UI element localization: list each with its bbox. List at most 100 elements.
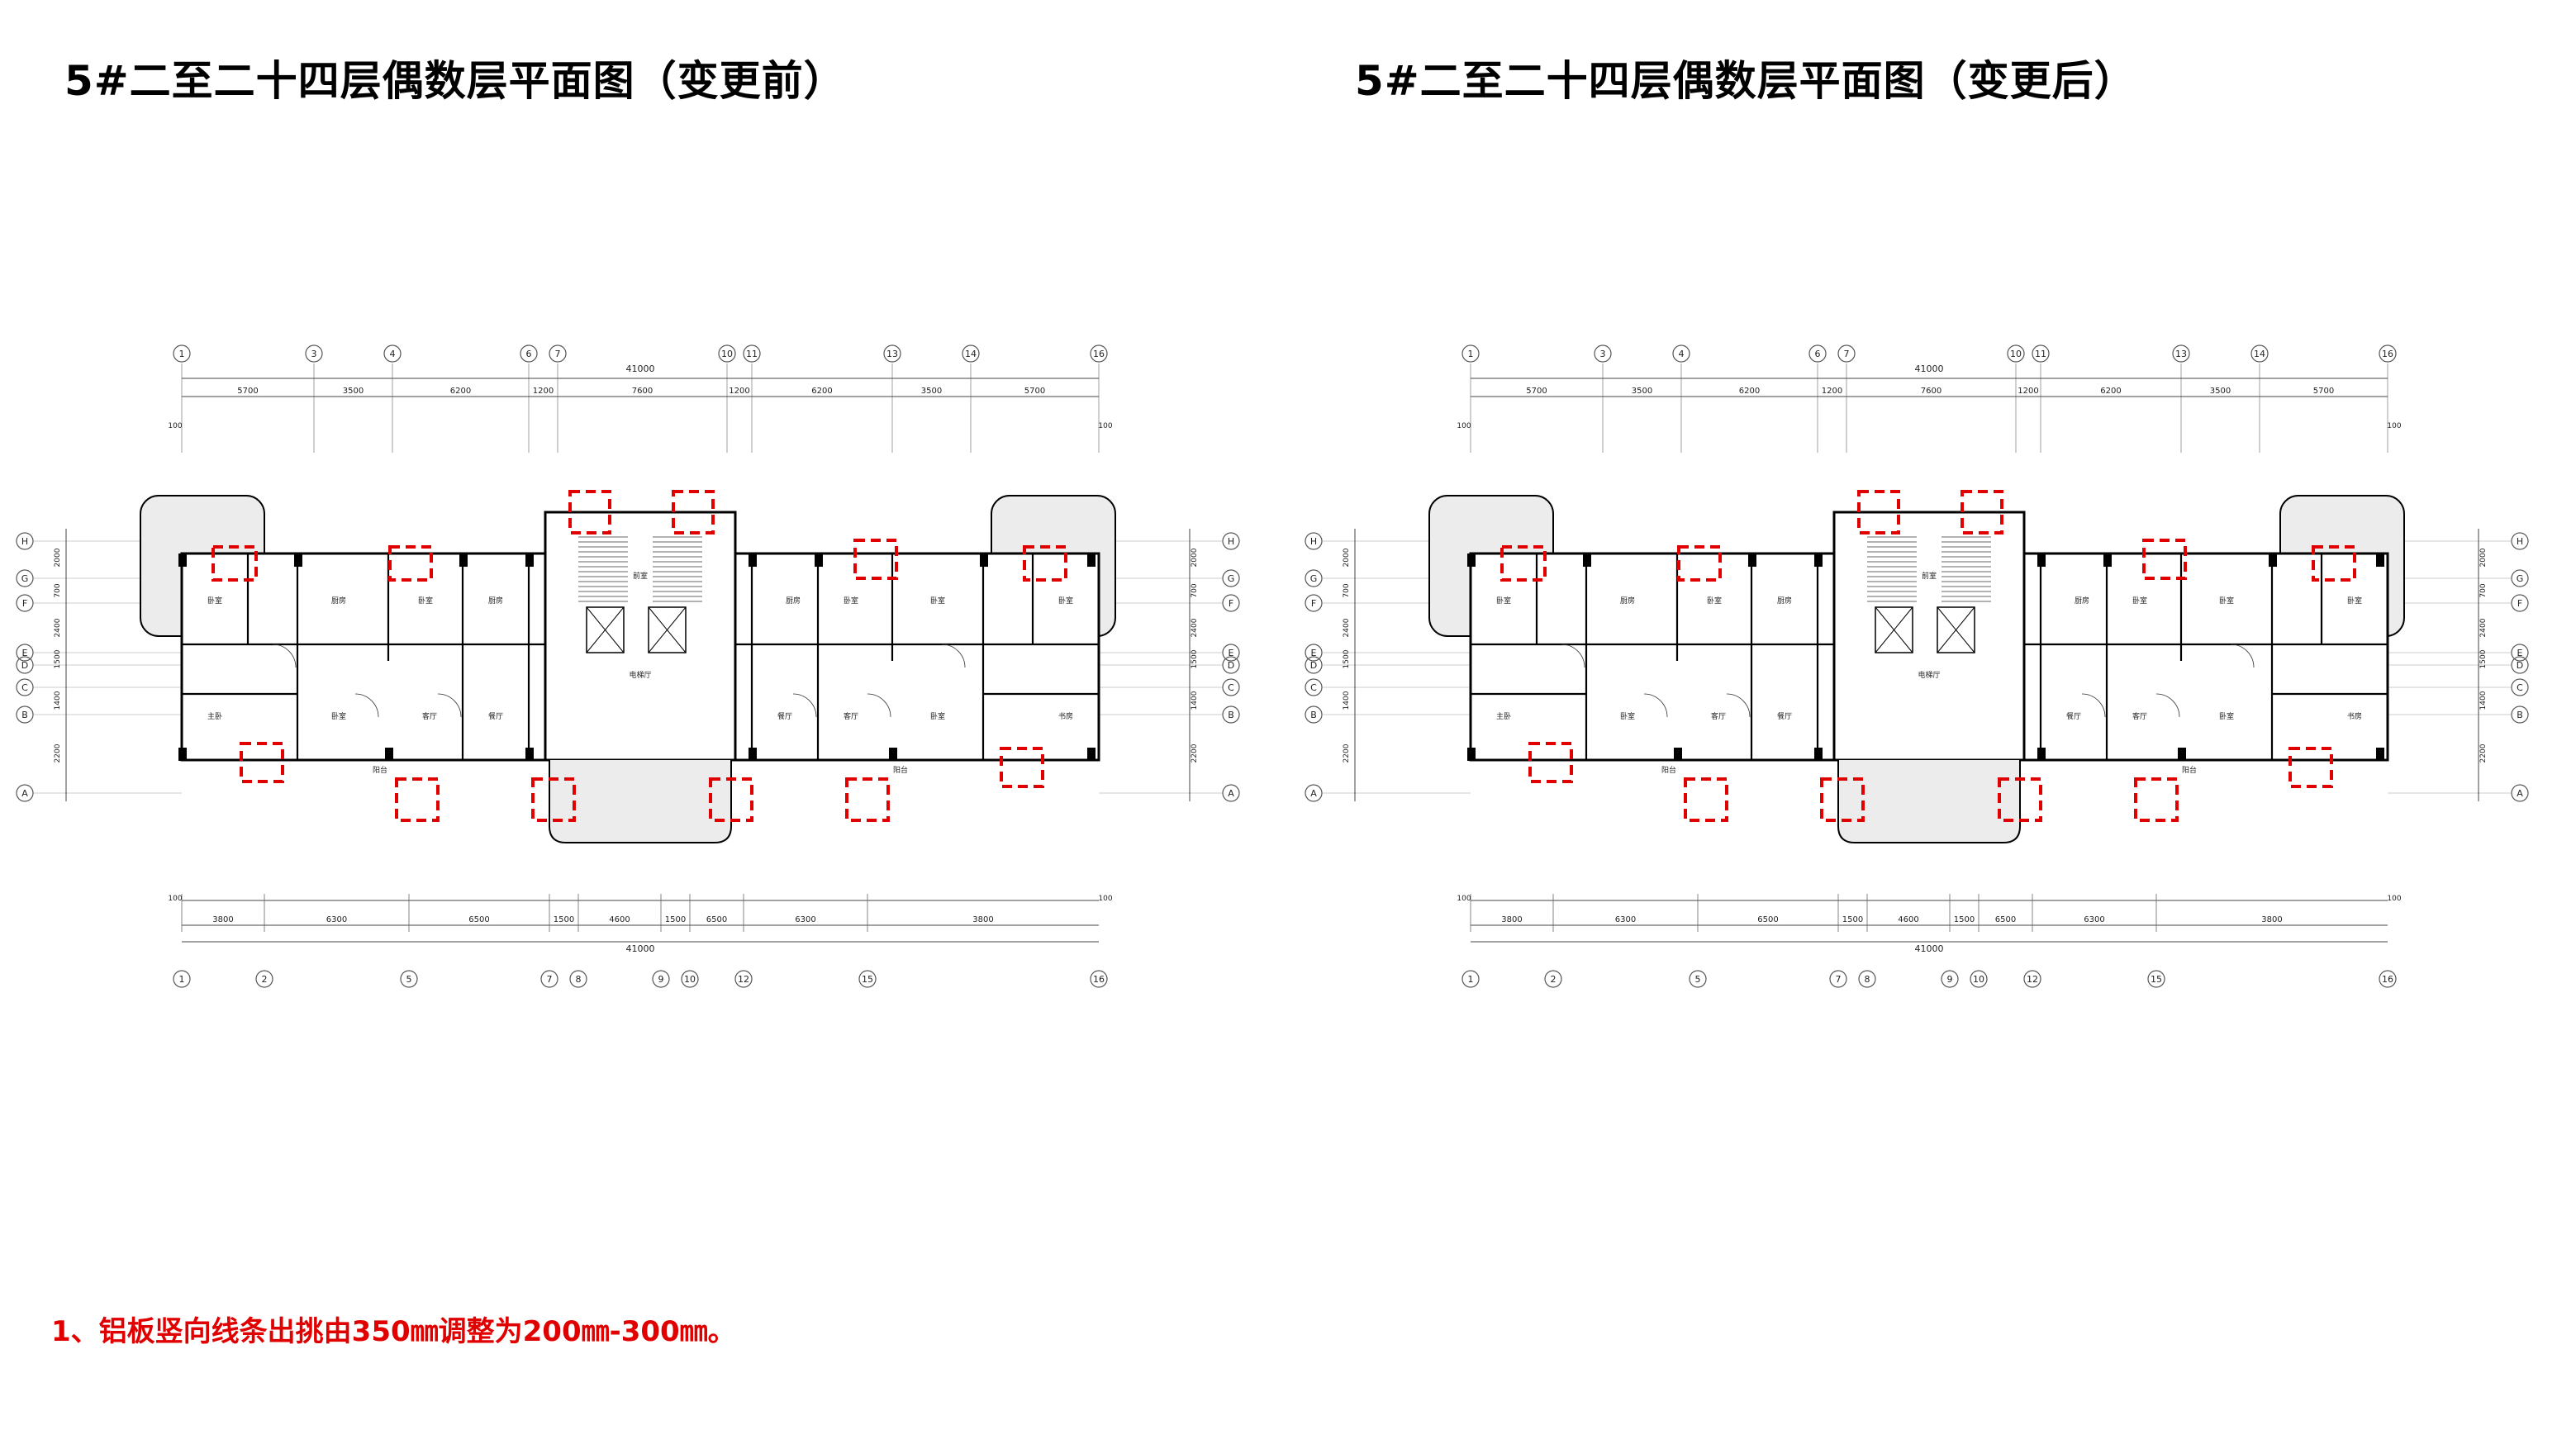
row-dimension: 2000 [2479, 548, 2488, 567]
axis-bubble [383, 344, 402, 363]
axis-label: 14 [965, 349, 977, 359]
door-swing [2081, 693, 2106, 718]
axis-label: 3 [311, 349, 317, 359]
row-label: F [22, 598, 27, 609]
row-label: H [2517, 536, 2523, 547]
column [1087, 748, 1096, 761]
door-swing [354, 693, 379, 718]
door-swing [1561, 644, 1585, 668]
axis-label: 3 [1600, 349, 1606, 359]
segment-dimension: 3800 [212, 915, 233, 924]
segment-dimension: 7600 [1921, 387, 1942, 396]
elevator-x [586, 606, 625, 653]
row-label: C [2517, 682, 2523, 693]
row-dimension: 2400 [1191, 618, 1199, 637]
axis-label: 2 [1551, 974, 1557, 985]
axis-label: 8 [576, 974, 582, 985]
axis-label: 9 [1947, 974, 1953, 985]
column [1814, 553, 1823, 567]
axis-label: 1 [1468, 974, 1474, 985]
room-label: 卧室 [207, 596, 222, 606]
axis-label: 16 [1093, 974, 1105, 985]
segment-dimension: 3500 [921, 387, 942, 396]
change-highlight-box [1528, 742, 1573, 783]
room-label: 卧室 [1620, 711, 1635, 721]
column [2376, 748, 2384, 761]
change-highlight-box [2312, 545, 2356, 582]
row-dimension: 1400 [1191, 691, 1199, 710]
segment-dimension: 6200 [811, 387, 832, 396]
room-label: 厨房 [331, 596, 346, 606]
row-label: F [2517, 598, 2522, 609]
segment-dimension: 1500 [1842, 915, 1863, 924]
axis-bubble [305, 344, 323, 363]
room-label: 餐厅 [1777, 711, 1792, 721]
axis-label: 10 [721, 349, 733, 359]
segment-dimension: 5700 [1024, 387, 1045, 396]
column [1748, 553, 1756, 567]
axis-bubble [681, 970, 699, 988]
room-label: 厨房 [2075, 596, 2089, 606]
axis-bubble [718, 344, 736, 363]
axis-bubble [1461, 344, 1480, 363]
door-swing [867, 693, 891, 718]
axis-bubble [2032, 344, 2050, 363]
room-label: 电梯厅 [1918, 670, 1940, 680]
row-label: A [1310, 788, 1317, 799]
total-dimension: 41000 [626, 943, 655, 954]
change-highlight-box [853, 539, 898, 580]
row-dimension: 1500 [2479, 649, 2488, 668]
edge-dimension: 100 [1457, 895, 1471, 903]
segment-dimension: 5700 [237, 387, 258, 396]
row-label: H [21, 536, 28, 547]
edge-dimension: 100 [2387, 895, 2401, 903]
axis-label: 7 [547, 974, 553, 985]
axis-bubble [1461, 970, 1480, 988]
axis-bubble [1689, 970, 1707, 988]
edge-dimension: 100 [168, 895, 182, 903]
room-label: 阳台 [1661, 765, 1676, 775]
segment-dimension: 1200 [1822, 387, 1842, 396]
row-label: A [21, 788, 28, 799]
axis-label: 11 [2035, 349, 2046, 359]
change-highlight-box [1998, 777, 2042, 822]
column [294, 553, 302, 567]
room-label: 书房 [2347, 711, 2362, 721]
axis-label: 8 [1865, 974, 1870, 985]
room-label: 卧室 [2219, 596, 2234, 606]
axis-bubble [2172, 344, 2190, 363]
axis-label: 4 [390, 349, 396, 359]
segment-dimension: 4600 [609, 915, 630, 924]
row-label: C [1310, 682, 1317, 693]
door-swing [437, 693, 462, 718]
axis-bubble [1808, 344, 1827, 363]
room-label: 卧室 [844, 596, 858, 606]
axis-label: 15 [862, 974, 873, 985]
segment-dimension: 6500 [706, 915, 727, 924]
column [2178, 748, 2186, 761]
segment-dimension: 3800 [972, 915, 993, 924]
row-dimension: 700 [54, 583, 62, 597]
row-label: E [22, 648, 28, 658]
row-dimension: 700 [1343, 583, 1351, 597]
row-label: E [1311, 648, 1317, 658]
room-label: 卧室 [1496, 596, 1511, 606]
change-highlight-box [1677, 545, 1722, 582]
room-label: 卧室 [418, 596, 433, 606]
axis-label: 1 [179, 974, 185, 985]
column [1814, 748, 1823, 761]
axis-label: 5 [1695, 974, 1701, 985]
row-label: B [1228, 710, 1234, 720]
segment-dimension: 1500 [554, 915, 574, 924]
room-label: 电梯厅 [629, 670, 651, 680]
plan-title-after: 5#二至二十四层偶数层平面图（变更后） [1355, 57, 2136, 105]
row-label: D [1228, 660, 1234, 671]
segment-dimension: 4600 [1898, 915, 1918, 924]
row-dimension: 1500 [1191, 649, 1199, 668]
row-label: G [1310, 573, 1318, 584]
row-label: D [1310, 660, 1317, 671]
column [2037, 748, 2046, 761]
plan-title-before: 5#二至二十四层偶数层平面图（变更前） [64, 57, 846, 105]
